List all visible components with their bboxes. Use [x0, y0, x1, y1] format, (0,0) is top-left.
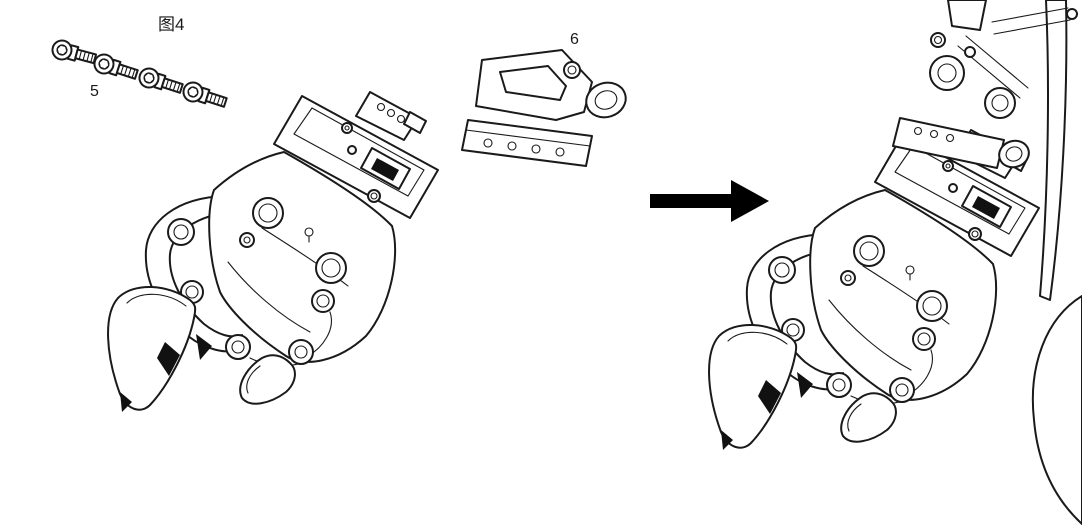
callout-6-label: 6 [570, 31, 579, 48]
gripper-left-view [107, 91, 439, 413]
gripper-right-view-assembled [708, 129, 1040, 451]
screw-2 [91, 51, 141, 85]
bracket-part: 6 [461, 31, 627, 167]
figure-title: 图4 [158, 15, 184, 34]
screw-4 [180, 79, 230, 113]
robot-arm [929, 0, 1082, 525]
screws-group: 5 [49, 37, 230, 113]
screw-1 [49, 37, 99, 69]
wrist-joints [929, 32, 1016, 119]
arm-column [1039, 0, 1068, 301]
callout-5-label: 5 [90, 83, 99, 100]
arm-rod-upper [991, 7, 1071, 35]
assembly-arrow-icon [650, 180, 769, 222]
arm-lower-limb [1031, 295, 1082, 525]
arm-top-housing [947, 0, 987, 31]
bracket-mounted [892, 117, 1030, 169]
screw-3 [136, 65, 186, 99]
